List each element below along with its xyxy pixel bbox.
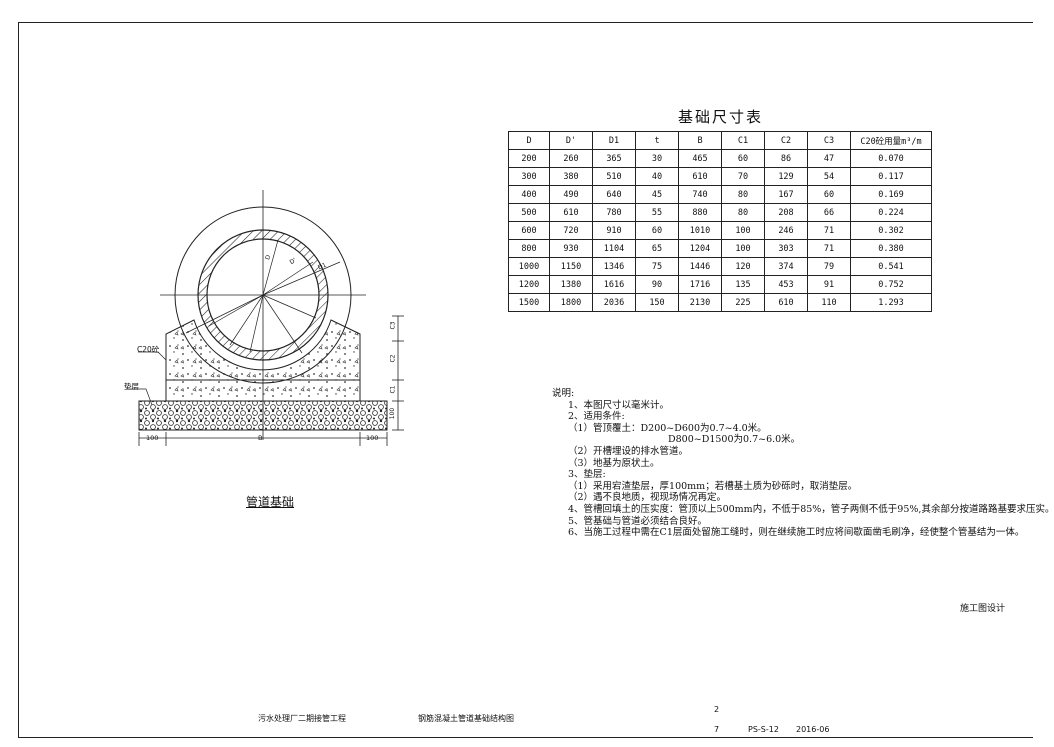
dim-c3: C3 [389,321,397,330]
table-cell: 1800 [549,293,593,312]
drawing-title: 钢筋混凝土管道基础结构图 [418,714,514,723]
note-line: 2、适用条件: [568,411,625,423]
note-line: 4、管槽回填土的压实度：管顶以上500mm内，不低于85%，管子两侧不低于95%… [568,503,1054,515]
dim-c2: C2 [389,354,397,363]
note-line: （2）遇不良地质，视现场情况再定。 [568,492,727,504]
note-line: 3、垫层: [568,469,606,481]
dim-c1: C1 [389,385,397,394]
notes-heading: 说明: [552,388,575,399]
cushion-label: 垫层 [124,382,139,391]
table-cell: 1.293 [850,293,932,312]
dim-b: B [258,434,263,442]
sheet-top: 2 [714,705,720,714]
dim-cushion: 100 [389,407,397,420]
note-line: D800~D1500为0.7~6.0米。 [668,434,801,446]
project-name: 污水处理厂二期接管工程 [258,714,346,723]
dim-left: 100 [146,434,159,442]
note-line: （3）地基为原状土。 [568,457,660,469]
drawing-date: 2016-06 [796,725,830,734]
dim-right: 100 [366,434,379,442]
note-line: （1）采用宕渣垫层，厚100mm；若槽基土质为砂砾时，取消垫层。 [568,480,858,492]
concrete-label: C20砼 [137,345,160,354]
drawing-caption: 管道基础 [246,495,295,509]
design-stamp: 施工图设计 [960,604,1006,614]
note-line: 1、本图尺寸以毫米计。 [568,399,670,411]
sheet-number: 7 [714,725,720,734]
drawing-number: PS-S-12 [748,725,779,734]
note-line: （1）管顶覆土：D200~D600为0.7~4.0米。 [568,422,767,434]
note-line: 6、当施工过程中需在C1层面处留施工缝时，则在继续施工时应将间歇面凿毛刷净，经使… [568,527,1025,539]
table-cell: 110 [807,293,851,312]
note-line: 5、管基础与管道必须结合良好。 [568,515,708,527]
drawing-frame [18,22,1033,738]
note-line: （2）开槽埋设的排水管道。 [568,445,689,457]
notes: 说明: 1、本图尺寸以毫米计。 2、适用条件: （1）管顶覆土：D200~D60… [552,388,1054,539]
concrete-cradle [165,319,361,381]
table-title: 基础尺寸表 [678,108,764,126]
